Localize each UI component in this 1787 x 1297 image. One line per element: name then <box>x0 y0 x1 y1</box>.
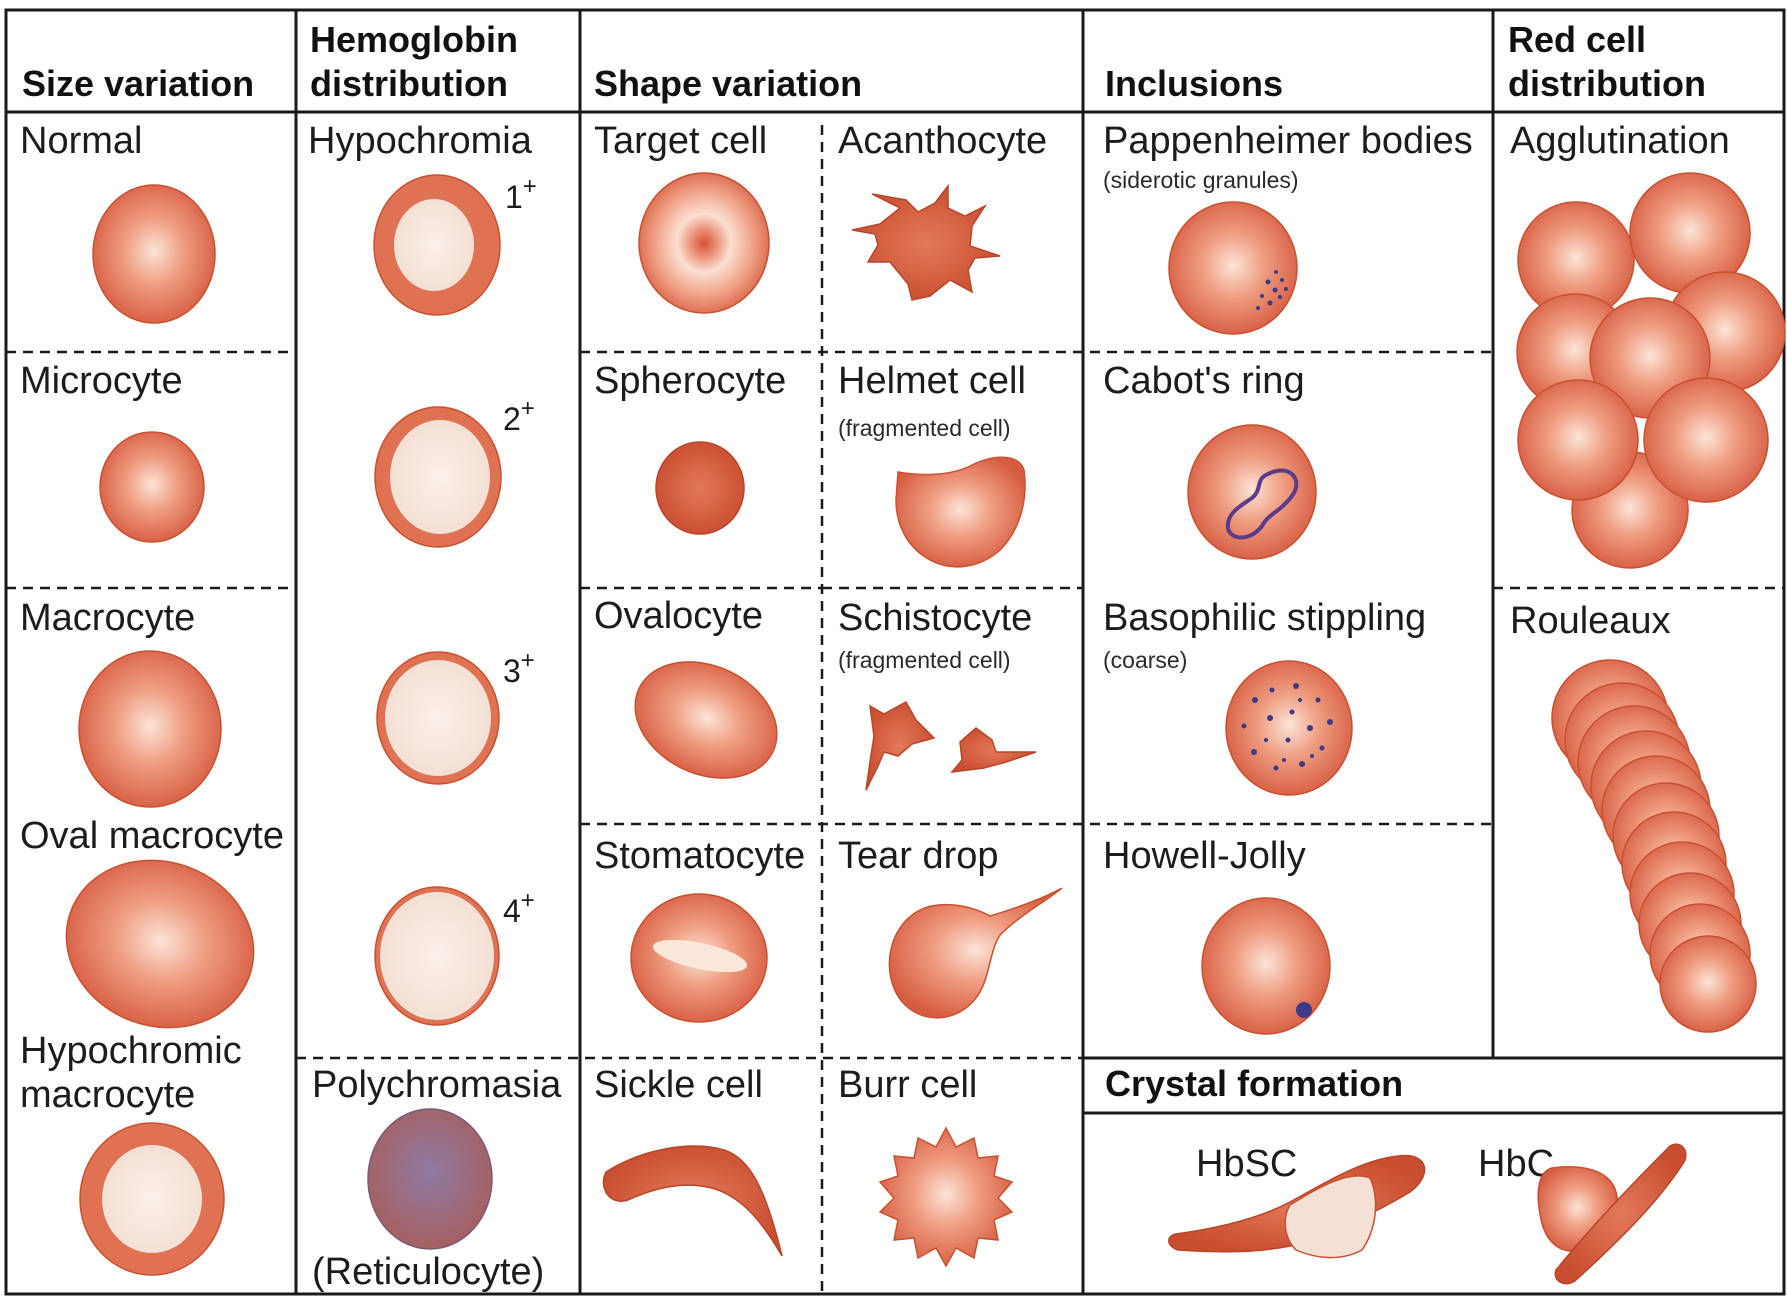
grade-1-label: 1+ <box>505 173 537 215</box>
hbc-crystal <box>1538 1144 1686 1283</box>
hypochromia-3-cell <box>377 652 499 784</box>
label-pappenheimer: Pappenheimer bodies <box>1103 120 1473 162</box>
label-sickle-cell: Sickle cell <box>594 1064 763 1106</box>
label-pappenheimer-sub: (siderotic granules) <box>1103 167 1299 193</box>
label-spherocyte: Spherocyte <box>594 360 786 402</box>
sickle-cell <box>603 1146 782 1256</box>
label-agglutination: Agglutination <box>1510 120 1730 162</box>
macrocyte-cell <box>79 651 221 807</box>
label-howell-jolly: Howell-Jolly <box>1103 835 1306 877</box>
howell-jolly-cell <box>1202 898 1330 1034</box>
label-oval-macrocyte: Oval macrocyte <box>20 815 284 857</box>
stomatocyte-cell <box>631 894 767 1022</box>
tear-drop-cell <box>889 888 1062 1018</box>
label-hypochromic-line1: Hypochromic <box>20 1030 242 1072</box>
schistocyte-cells <box>866 702 1036 790</box>
burr-cell <box>880 1128 1012 1266</box>
label-schistocyte-sub: (fragmented cell) <box>838 647 1011 673</box>
label-tear-drop: Tear drop <box>838 835 999 877</box>
spherocyte-cell <box>656 442 744 534</box>
label-polychromasia: Polychromasia <box>312 1064 562 1106</box>
helmet-cell <box>896 457 1025 567</box>
acanthocyte-cell <box>852 186 1000 300</box>
basophilic-stippling-cell <box>1226 661 1352 795</box>
rouleaux-stack <box>1552 660 1756 1032</box>
label-helmet-sub: (fragmented cell) <box>838 415 1011 441</box>
grade-4-label: 4+ <box>503 887 535 929</box>
label-rouleaux: Rouleaux <box>1510 600 1671 642</box>
pappenheimer-cell <box>1169 202 1297 334</box>
label-hbsc: HbSC <box>1196 1143 1297 1185</box>
hypochromic-macrocyte-cell <box>80 1123 224 1275</box>
label-hypochromic-line2: macrocyte <box>20 1074 195 1116</box>
label-macrocyte: Macrocyte <box>20 597 195 639</box>
label-ovalocyte: Ovalocyte <box>594 595 763 637</box>
grade-2-label: 2+ <box>503 395 535 437</box>
hypochromia-4-cell <box>375 887 499 1025</box>
label-helmet-cell: Helmet cell <box>838 360 1026 402</box>
microcyte-cell <box>100 432 204 542</box>
agglutination-cluster <box>1517 173 1785 568</box>
header-shape-variation: Shape variation <box>594 63 862 104</box>
grade-3-label: 3+ <box>503 647 535 689</box>
label-hypochromia: Hypochromia <box>308 120 533 162</box>
label-burr-cell: Burr cell <box>838 1064 977 1106</box>
ovalocyte-cell <box>616 640 796 800</box>
header-size-variation: Size variation <box>22 63 254 104</box>
label-basophilic-sub: (coarse) <box>1103 647 1187 673</box>
header-red-cell-line1: Red cell <box>1508 19 1646 60</box>
label-microcyte: Microcyte <box>20 360 183 402</box>
label-cabots-ring: Cabot's ring <box>1103 360 1305 402</box>
hypochromia-2-cell <box>375 407 501 547</box>
label-stomatocyte: Stomatocyte <box>594 835 805 877</box>
label-reticulocyte: (Reticulocyte) <box>312 1251 544 1293</box>
header-hemoglobin-line1: Hemoglobin <box>310 19 518 60</box>
polychromasia-cell <box>368 1109 492 1249</box>
label-normal: Normal <box>20 120 142 162</box>
hypochromia-1-cell <box>374 175 500 315</box>
header-crystal-formation: Crystal formation <box>1105 1063 1403 1104</box>
header-red-cell-line2: distribution <box>1508 63 1706 104</box>
label-basophilic-stippling: Basophilic stippling <box>1103 597 1426 639</box>
label-target-cell: Target cell <box>594 120 767 162</box>
target-cell <box>639 173 769 313</box>
cabots-ring-cell <box>1188 425 1316 559</box>
header-hemoglobin-line2: distribution <box>310 63 508 104</box>
label-schistocyte: Schistocyte <box>838 597 1032 639</box>
normal-cell <box>93 185 215 323</box>
oval-macrocyte-cell <box>43 834 278 1053</box>
label-acanthocyte: Acanthocyte <box>838 120 1047 162</box>
header-inclusions: Inclusions <box>1105 63 1283 104</box>
